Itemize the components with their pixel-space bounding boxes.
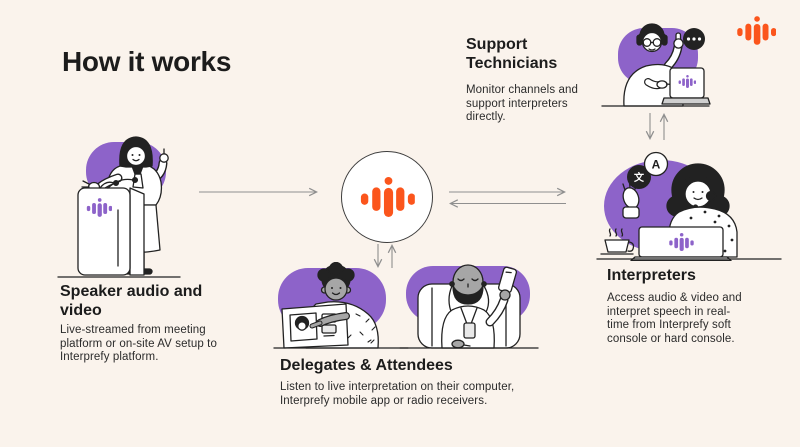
interpreters-heading: Interpreters [607,267,696,284]
interpreter-illustration: 文 A [596,151,782,261]
translate-bubble-icon [627,165,651,189]
delegate-phone-illustration [399,264,539,349]
interprefy-audio-wave-icon [359,177,415,217]
support-technician-illustration [601,23,711,107]
support-heading: Support Technicians [466,36,558,72]
page-title: How it works [62,46,232,77]
support-body: Monitor channels and support interpreter… [466,84,578,123]
delegate-laptop-illustration [273,262,409,349]
speaker-body: Live-streamed from meeting platform or o… [60,324,217,363]
delegates-heading: Delegates & Attendees [280,357,453,374]
speaker-illustration [57,136,181,278]
platform-node [341,151,433,243]
letter-a-glyph: A [652,158,661,172]
interprefy-logo-icon [736,16,776,45]
letter-a-bubble-icon [643,151,669,177]
delegates-body: Listen to live interpretation on their c… [280,381,515,407]
translate-glyph: 文 [634,171,645,184]
interpreters-body: Access audio & video and interpret speec… [607,292,742,345]
speaker-heading: Speaker audio and video [60,283,203,319]
